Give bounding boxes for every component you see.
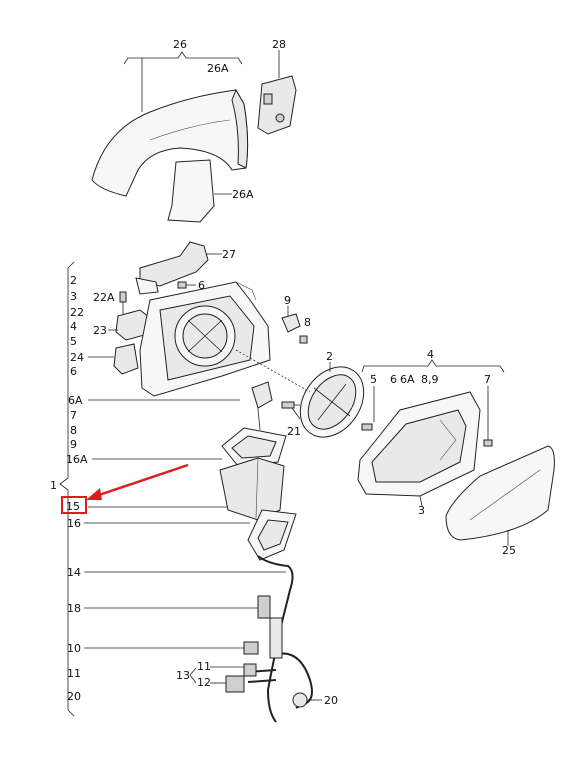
highlight-arrow — [95, 463, 189, 498]
label-24: 24 — [70, 351, 84, 364]
label-28: 28 — [272, 38, 286, 51]
label-6a-right: 6A — [400, 373, 415, 386]
grommet-part — [292, 692, 308, 708]
label-9-col: 9 — [70, 438, 77, 451]
label-3-col: 3 — [70, 290, 77, 303]
label-2-col: 2 — [70, 274, 77, 287]
label-6-col: 6 — [70, 365, 77, 378]
highlight-callout — [61, 463, 189, 514]
screw-5-part — [361, 423, 373, 431]
label-10: 10 — [67, 642, 81, 655]
label-4-right: 4 — [427, 348, 434, 361]
housing-cup-part — [219, 457, 285, 521]
mirror-glass-part — [445, 445, 555, 546]
label-3-part: 3 — [418, 504, 425, 517]
label-1: 1 — [50, 479, 57, 492]
label-26a-mid: 26A — [232, 188, 254, 201]
highlight-box — [61, 496, 87, 514]
clip-part — [281, 306, 301, 333]
label-5-right: 5 — [370, 373, 377, 386]
label-22: 22 — [70, 306, 84, 319]
label-16: 16 — [67, 517, 81, 530]
label-12: 12 — [197, 676, 211, 689]
cable-clip-part — [257, 595, 271, 619]
label-27: 27 — [222, 248, 236, 261]
label-20-col: 20 — [67, 690, 81, 703]
label-15: 15 — [66, 500, 80, 513]
label-6-right: 6 — [390, 373, 397, 386]
gasket-16-part — [247, 509, 297, 561]
screw-7-part — [483, 439, 493, 447]
label-14: 14 — [67, 566, 81, 579]
housing-insert-part — [167, 159, 232, 223]
connector-12-part — [225, 675, 245, 693]
label-6a-col: 6A — [68, 394, 83, 407]
label-11-col: 11 — [67, 667, 81, 680]
label-4-col: 4 — [70, 320, 77, 333]
part-labels: 26 26A 28 26A 27 6 2 3 22A 22 4 23 5 24 … — [50, 38, 516, 707]
label-9: 9 — [284, 294, 291, 307]
module-part — [88, 343, 139, 375]
label-16a: 16A — [66, 453, 88, 466]
glass-frame-part — [357, 391, 481, 507]
label-7-right: 7 — [484, 373, 491, 386]
label-5-col: 5 — [70, 335, 77, 348]
cable-harness-part — [245, 555, 313, 723]
highlight-arrowhead — [86, 488, 102, 500]
housing-cover-part — [91, 51, 249, 197]
screw-part — [177, 281, 196, 289]
screw-8-part — [299, 335, 308, 344]
screw-21-part — [281, 401, 300, 409]
label-25: 25 — [502, 544, 516, 557]
label-26: 26 — [173, 38, 187, 51]
label-26a-top: 26A — [207, 62, 229, 75]
bracket-part — [135, 241, 222, 295]
leader-lines — [84, 386, 489, 701]
label-11-part: 11 — [197, 660, 211, 673]
adjuster-plate-part — [299, 362, 365, 438]
connector-10-part — [243, 641, 259, 655]
label-8-9: 8,9 — [421, 373, 439, 386]
label-23: 23 — [93, 324, 107, 337]
label-21: 21 — [287, 425, 301, 438]
label-8-col: 8 — [70, 424, 77, 437]
screw-22a-part — [119, 291, 127, 314]
label-2-right: 2 — [326, 350, 333, 363]
label-18: 18 — [67, 602, 81, 615]
label-6-a: 6 — [198, 279, 205, 292]
gasket-16a-part — [221, 381, 287, 467]
connector-11-part — [243, 663, 257, 677]
label-13: 13 — [176, 669, 190, 682]
label-8: 8 — [304, 316, 311, 329]
label-7-col: 7 — [70, 409, 77, 422]
mirror-base-part — [139, 281, 271, 397]
label-20-part: 20 — [324, 694, 338, 707]
label-22a: 22A — [93, 291, 115, 304]
turn-signal-part — [257, 50, 297, 135]
